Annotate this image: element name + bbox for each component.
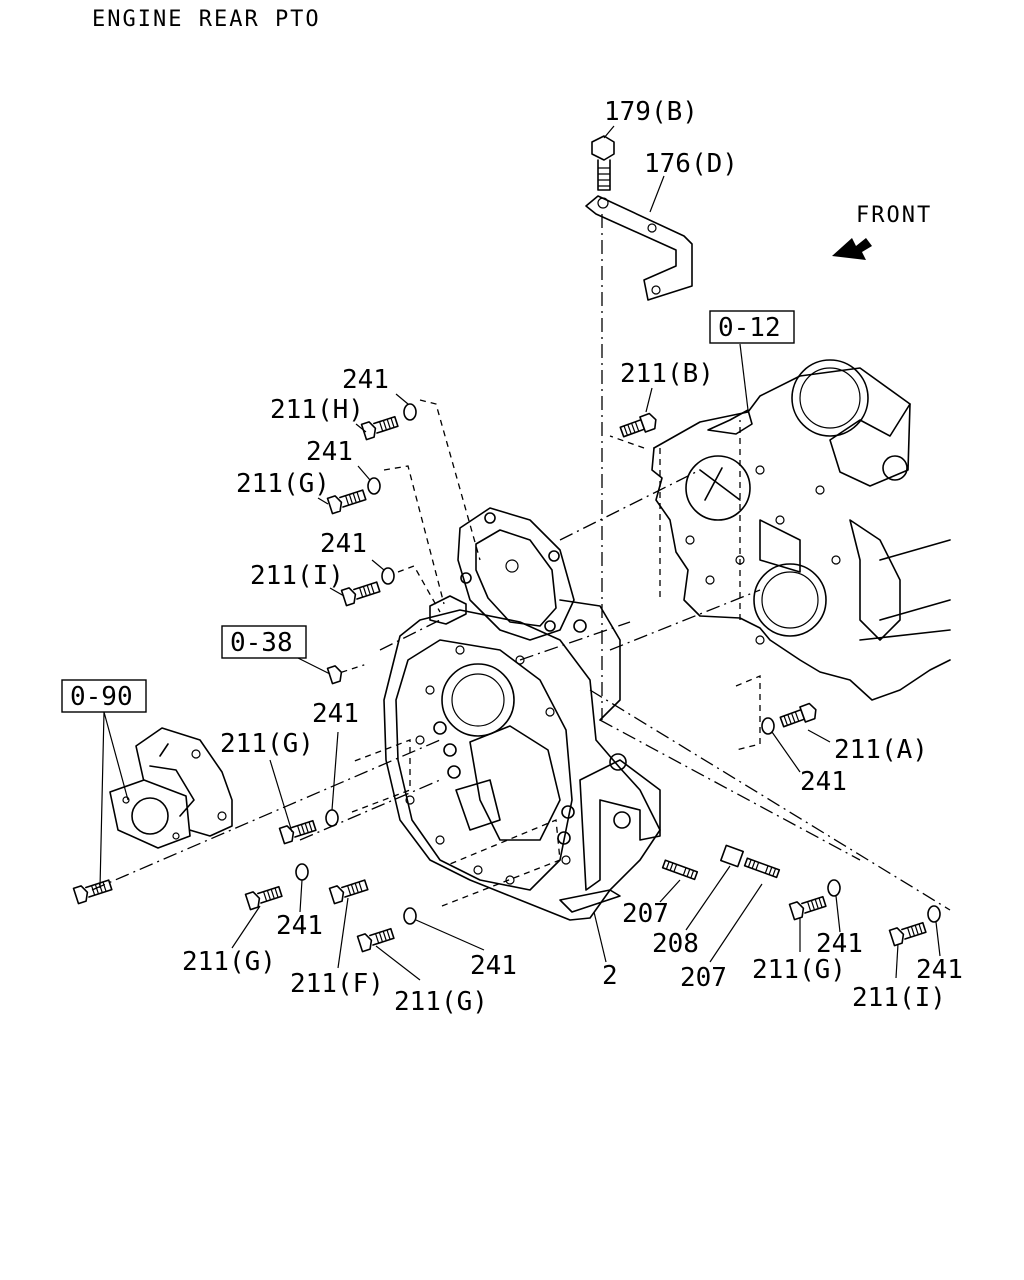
ref-label-0-38: 0-38: [230, 628, 293, 658]
leader-lines: [99, 125, 941, 981]
callout-211g-right: 211(G): [752, 955, 846, 985]
hydraulic-pump: [109, 727, 233, 849]
callout-211h: 211(H): [270, 395, 364, 425]
callout-241-g: 241: [306, 437, 353, 467]
callout-211g-mid: 211(G): [220, 729, 314, 759]
callout-241-a: 241: [800, 767, 847, 797]
adapter-ring: [429, 507, 621, 721]
ref-box-0-90: [61, 679, 147, 713]
ref-box-0-38: [221, 625, 307, 659]
callout-207b: 207: [680, 963, 727, 993]
diagram-title: ENGINE REAR PTO: [92, 7, 321, 32]
callout-part-2: 2: [602, 961, 618, 991]
callout-211a: 211(A): [834, 735, 928, 765]
callout-211g-low1: 211(G): [182, 947, 276, 977]
callout-241-low2: 241: [470, 951, 517, 981]
callout-211i-top: 211(I): [250, 561, 344, 591]
callout-211i-right: 211(I): [852, 983, 946, 1013]
callout-211g-top: 211(G): [236, 469, 330, 499]
engine-block: [651, 359, 951, 701]
callout-241-h: 241: [342, 365, 389, 395]
callout-241-right1: 241: [816, 929, 863, 959]
callout-241-mid: 241: [312, 699, 359, 729]
callout-211g-low2: 211(G): [394, 987, 488, 1017]
ref-box-0-12: [709, 310, 795, 344]
callout-179b: 179(B): [604, 97, 698, 127]
callout-241-low1: 241: [276, 911, 323, 941]
front-label: FRONT: [856, 203, 932, 228]
front-arrow-icon: [832, 238, 872, 260]
callout-241-i: 241: [320, 529, 367, 559]
ref-label-0-90: 0-90: [70, 682, 133, 712]
support-bracket: [585, 195, 693, 301]
bolts: [72, 412, 927, 953]
callout-211f: 211(F): [290, 969, 384, 999]
callout-176d: 176(D): [644, 149, 738, 179]
callout-207a: 207: [622, 899, 669, 929]
callout-208: 208: [652, 929, 699, 959]
callout-241-right2: 241: [916, 955, 963, 985]
bolt-179b: [591, 135, 615, 191]
flywheel-housing: [383, 609, 661, 921]
ref-label-0-12: 0-12: [718, 313, 781, 343]
callout-211b: 211(B): [620, 359, 714, 389]
